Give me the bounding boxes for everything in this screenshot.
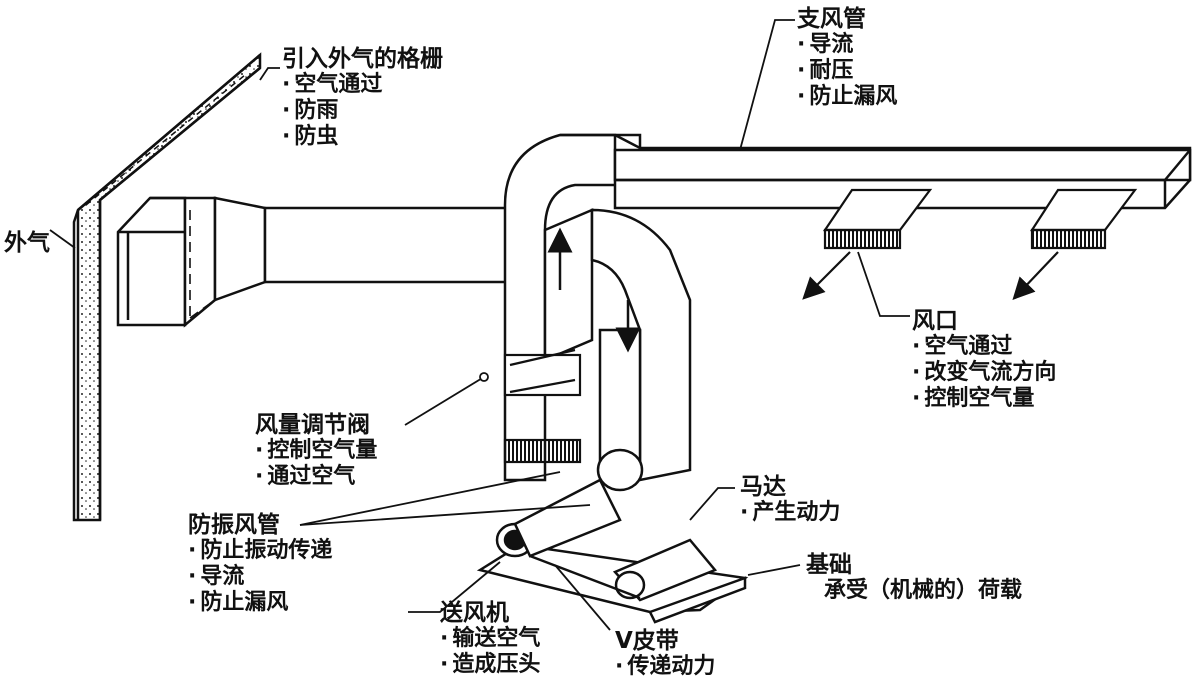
grille-item: 防虫 bbox=[282, 124, 443, 150]
fan-callout: 送风机 输送空气 造成压头 bbox=[440, 600, 540, 678]
grille-title: 引入外气的格栅 bbox=[282, 46, 443, 72]
motor-title: 马达 bbox=[740, 474, 786, 500]
branch-duct bbox=[560, 133, 1192, 210]
outlet-item: 空气通过 bbox=[912, 334, 1056, 360]
belt-callout: V皮带 传递动力 bbox=[615, 628, 715, 680]
foundation-callout: 基础 承受（机械的）荷载 bbox=[806, 552, 1022, 604]
outlet-1 bbox=[802, 188, 933, 300]
outlet-item: 改变气流方向 bbox=[912, 360, 1056, 386]
flex-duct-callout: 防振风管 防止振动传递 导流 防止漏风 bbox=[188, 512, 332, 616]
flex-duct-title: 防振风管 bbox=[188, 512, 280, 538]
damper-item: 通过空气 bbox=[255, 464, 377, 490]
outlet-callout: 风口 空气通过 改变气流方向 控制空气量 bbox=[912, 308, 1056, 412]
outlet-2 bbox=[1012, 188, 1138, 300]
foundation-item: 承受（机械的）荷载 bbox=[824, 578, 1023, 603]
branch-duct-item: 耐压 bbox=[797, 58, 897, 84]
branch-duct-item: 防止漏风 bbox=[797, 84, 897, 110]
exterior-wall bbox=[72, 52, 262, 522]
motor-callout: 马达 产生动力 bbox=[740, 474, 840, 526]
foundation-title: 基础 bbox=[806, 552, 852, 578]
branch-duct-callout: 支风管 导流 耐压 防止漏风 bbox=[797, 6, 897, 110]
grille-item: 防雨 bbox=[282, 98, 443, 124]
flex-duct-item: 防止漏风 bbox=[188, 590, 332, 616]
flex-duct-item: 导流 bbox=[188, 564, 332, 590]
fan-and-motor-assembly bbox=[476, 448, 749, 624]
motor-item: 产生动力 bbox=[740, 500, 840, 526]
damper-title: 风量调节阀 bbox=[255, 412, 370, 438]
fan-item: 输送空气 bbox=[440, 626, 540, 652]
fan-title: 送风机 bbox=[440, 600, 509, 626]
outside-air-label: 外气 bbox=[4, 230, 50, 256]
belt-item: 传递动力 bbox=[615, 654, 715, 680]
grille-item: 空气通过 bbox=[282, 72, 443, 98]
leader-lines bbox=[49, 19, 910, 631]
intake-grille-and-duct bbox=[116, 196, 517, 328]
fan-item: 造成压头 bbox=[440, 652, 540, 678]
outlet-item: 控制空气量 bbox=[912, 386, 1056, 412]
grille-callout: 引入外气的格栅 空气通过 防雨 防虫 bbox=[282, 46, 443, 150]
branch-duct-item: 导流 bbox=[797, 32, 897, 58]
branch-duct-title: 支风管 bbox=[797, 6, 866, 32]
damper-item: 控制空气量 bbox=[255, 438, 377, 464]
flex-duct-item: 防止振动传递 bbox=[188, 538, 332, 564]
air-damper bbox=[503, 348, 582, 464]
outlet-title: 风口 bbox=[912, 308, 958, 334]
belt-title: V皮带 bbox=[615, 628, 679, 654]
damper-callout: 风量调节阀 控制空气量 通过空气 bbox=[255, 412, 377, 490]
